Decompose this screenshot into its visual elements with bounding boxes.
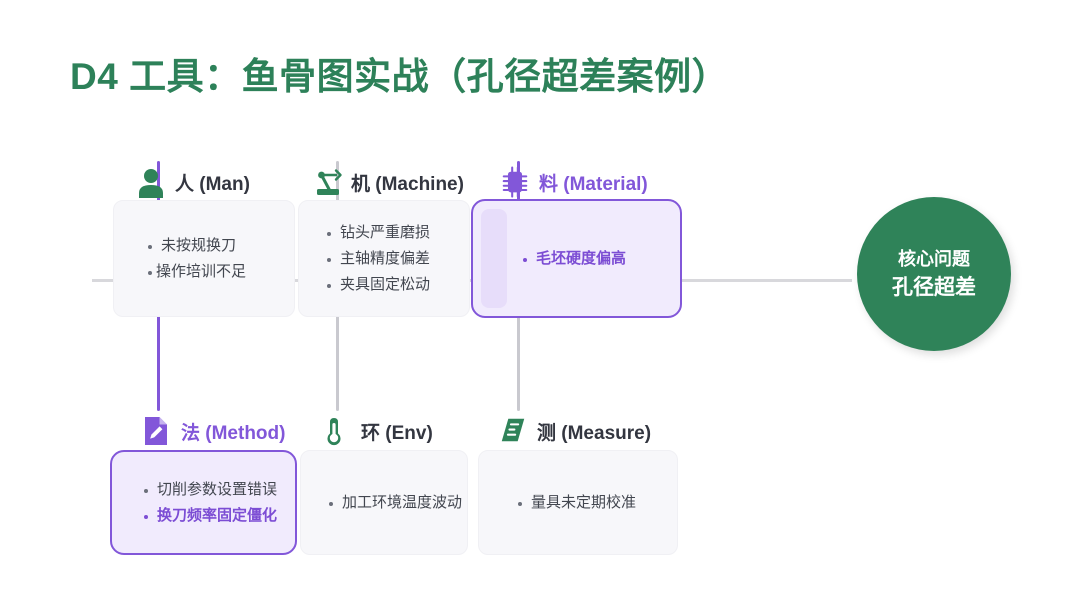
cause-item: 切削参数设置错误 bbox=[138, 477, 295, 503]
category-header-man[interactable]: 人 (Man) bbox=[136, 162, 250, 202]
cause-item: 夹具固定松动 bbox=[321, 272, 469, 298]
category-label-env: 环 (Env) bbox=[361, 422, 433, 444]
category-label-material: 料 (Material) bbox=[539, 173, 648, 195]
person-icon bbox=[136, 166, 166, 198]
category-label-measure: 测 (Measure) bbox=[537, 422, 652, 444]
category-header-measure[interactable]: 测 (Measure) bbox=[498, 411, 651, 451]
cause-item: 加工环境温度波动 bbox=[323, 490, 467, 516]
page-title: D4 工具：鱼骨图实战（孔径超差案例） bbox=[70, 56, 730, 97]
category-header-env[interactable]: 环 (Env) bbox=[322, 411, 433, 451]
cause-box-method[interactable]: 切削参数设置错误 换刀频率固定僵化 bbox=[110, 450, 297, 555]
cause-box-env[interactable]: 加工环境温度波动 bbox=[300, 450, 468, 555]
category-header-method[interactable]: 法 (Method) bbox=[142, 411, 285, 451]
cause-box-man[interactable]: 未按规换刀 操作培训不足 bbox=[113, 200, 295, 317]
cause-box-machine[interactable]: 钻头严重磨损 主轴精度偏差 夹具固定松动 bbox=[298, 200, 470, 317]
cause-box-material[interactable]: 毛坯硬度偏高 bbox=[471, 199, 682, 318]
cause-item: 操作培训不足 bbox=[142, 259, 294, 285]
cause-item: 毛坯硬度偏高 bbox=[517, 246, 680, 272]
thermometer-icon bbox=[322, 415, 352, 447]
material-inner-panel bbox=[481, 209, 507, 308]
category-header-material[interactable]: 料 (Material) bbox=[500, 162, 648, 202]
cause-item: 量具未定期校准 bbox=[512, 490, 677, 516]
category-label-machine: 机 (Machine) bbox=[351, 173, 464, 195]
cause-item: 未按规换刀 bbox=[142, 233, 294, 259]
core-problem-circle[interactable]: 核心问题 孔径超差 bbox=[857, 197, 1011, 351]
category-label-method: 法 (Method) bbox=[181, 422, 286, 444]
cause-item: 换刀频率固定僵化 bbox=[138, 503, 295, 529]
category-label-man: 人 (Man) bbox=[175, 173, 250, 195]
document-pencil-icon bbox=[142, 415, 172, 447]
category-header-machine[interactable]: 机 (Machine) bbox=[312, 162, 464, 202]
chip-icon bbox=[500, 166, 530, 198]
core-problem-caption: 核心问题 bbox=[898, 248, 970, 269]
cause-item: 钻头严重磨损 bbox=[321, 220, 469, 246]
cause-box-measure[interactable]: 量具未定期校准 bbox=[478, 450, 678, 555]
rib-material-to-measure bbox=[517, 285, 520, 411]
core-problem-title: 孔径超差 bbox=[892, 275, 976, 299]
cause-item: 主轴精度偏差 bbox=[321, 246, 469, 272]
robot-arm-icon bbox=[312, 166, 342, 198]
ruler-icon bbox=[498, 415, 528, 447]
